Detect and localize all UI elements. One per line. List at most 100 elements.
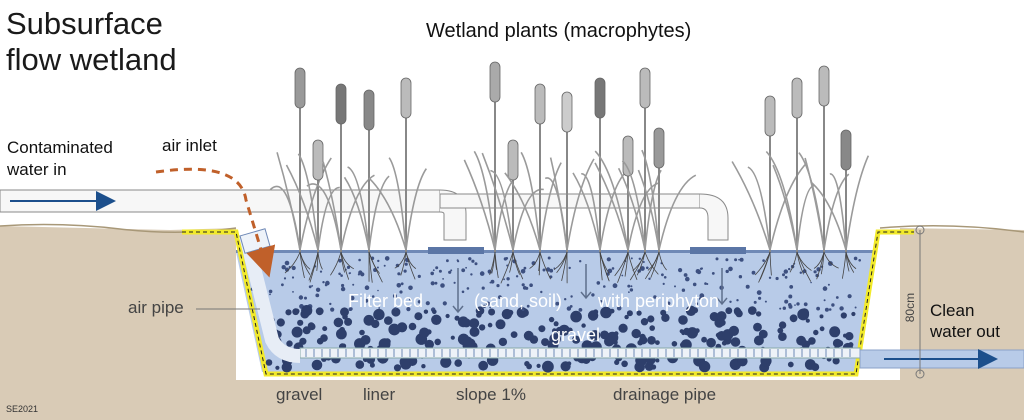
gravel-particle xyxy=(377,289,379,292)
gravel-particle xyxy=(294,308,300,314)
gravel-particle xyxy=(738,258,740,261)
plant-root xyxy=(299,251,311,270)
gravel-particle xyxy=(661,313,670,322)
gravel-particle xyxy=(393,364,402,372)
gravel-particle xyxy=(286,340,293,347)
gravel-particle xyxy=(329,302,332,306)
air-inlet-path xyxy=(155,167,276,278)
gravel-particle xyxy=(346,265,351,269)
gravel-particle xyxy=(378,338,391,350)
clean-line-1: Clean xyxy=(930,301,975,320)
clean-water-label: Clean water out xyxy=(930,300,1000,343)
gravel-particle xyxy=(570,310,582,323)
gravel-particle xyxy=(624,314,629,320)
gravel-particle xyxy=(461,290,465,294)
gravel-particle xyxy=(358,258,361,262)
gravel-particle xyxy=(399,290,403,294)
gravel-particle xyxy=(408,285,413,291)
gravel-particle xyxy=(778,332,787,342)
gravel-particle xyxy=(297,319,304,326)
plant-root xyxy=(500,251,514,284)
gravel-particle xyxy=(373,308,385,321)
gravel-particle xyxy=(383,264,386,267)
gravel-particle xyxy=(725,269,729,274)
gravel-particle xyxy=(450,269,453,272)
plant-leaf xyxy=(343,176,370,251)
gravel-particle xyxy=(340,307,349,317)
gravel-particle xyxy=(498,337,508,347)
gravel-particle xyxy=(847,294,852,299)
gravel-particle xyxy=(506,277,510,281)
gravel-particle xyxy=(653,295,657,299)
gravel-particle xyxy=(311,359,323,371)
gravel-particle xyxy=(813,270,817,274)
gravel-particle xyxy=(371,319,380,329)
gravel-particle xyxy=(283,277,287,280)
gravel-particle xyxy=(784,275,788,279)
cattail-head xyxy=(594,77,606,119)
plant-leaf xyxy=(594,150,629,251)
gravel-particle xyxy=(510,331,518,338)
cattail-head xyxy=(312,139,324,181)
gravel-particle xyxy=(316,337,324,345)
gravel-particle xyxy=(399,356,410,368)
gravel-particle xyxy=(831,303,835,307)
soil-ground xyxy=(0,226,1024,420)
gravel-particle xyxy=(560,361,571,372)
gravel-particle xyxy=(738,275,743,279)
gravel-particle xyxy=(468,257,472,261)
gravel-particle xyxy=(357,273,360,276)
gravel-particle xyxy=(442,301,447,306)
gravel-particle xyxy=(698,360,711,373)
gravel-particle xyxy=(721,340,727,346)
gravel-particle xyxy=(291,326,303,338)
gravel-particle xyxy=(352,283,355,286)
cattail-head xyxy=(507,139,519,181)
gravel-particle xyxy=(540,290,543,294)
gravel-particle xyxy=(631,328,641,339)
plant-leaf xyxy=(473,150,496,251)
gravel-particle xyxy=(828,261,833,266)
gravel-particle xyxy=(782,306,786,310)
gravel-particle xyxy=(648,277,651,280)
gravel-particle xyxy=(777,327,784,334)
gravel-particle xyxy=(694,328,700,334)
gravel-particle xyxy=(397,272,401,276)
gravel-particle xyxy=(265,359,273,366)
sand-soil-label: (sand, soil) xyxy=(474,291,563,311)
gravel-particle xyxy=(424,339,434,350)
plant-root xyxy=(512,251,524,280)
plant-leaf xyxy=(594,162,629,251)
gravel-particle xyxy=(330,307,335,312)
gravel-particle xyxy=(568,266,571,270)
gravel-particle xyxy=(364,298,369,303)
cattail-head xyxy=(561,91,573,133)
gravel-particle xyxy=(612,283,618,289)
gravel-particle xyxy=(683,327,691,336)
gravel-particle xyxy=(642,261,645,263)
gravel-particle xyxy=(835,296,839,299)
gravel-particle xyxy=(758,329,768,339)
plant-leaf xyxy=(539,162,562,251)
gravel-particle xyxy=(711,272,715,275)
gravel-particle xyxy=(478,360,489,371)
air-pipe xyxy=(239,234,301,363)
gravel-particle xyxy=(315,287,321,292)
plant-leaf xyxy=(845,155,870,251)
gravel-particle xyxy=(737,356,748,367)
gravel-particle xyxy=(355,360,365,369)
gravel-particle xyxy=(701,336,707,343)
cattail-head xyxy=(840,129,852,171)
gravel-particle xyxy=(797,308,810,321)
air-inlet-label: air inlet xyxy=(162,136,217,155)
gravel-particle xyxy=(832,357,840,365)
gravel-particle xyxy=(302,326,311,335)
gravel-particle xyxy=(678,268,683,273)
contaminated-line-1: Contaminated xyxy=(7,138,113,157)
gravel-particle xyxy=(453,281,456,284)
gravel-particle xyxy=(647,315,655,323)
gravel-particle xyxy=(521,308,525,311)
gravel-particle xyxy=(600,306,612,319)
gravel-particle xyxy=(716,311,727,321)
gravel-particle xyxy=(599,300,603,303)
